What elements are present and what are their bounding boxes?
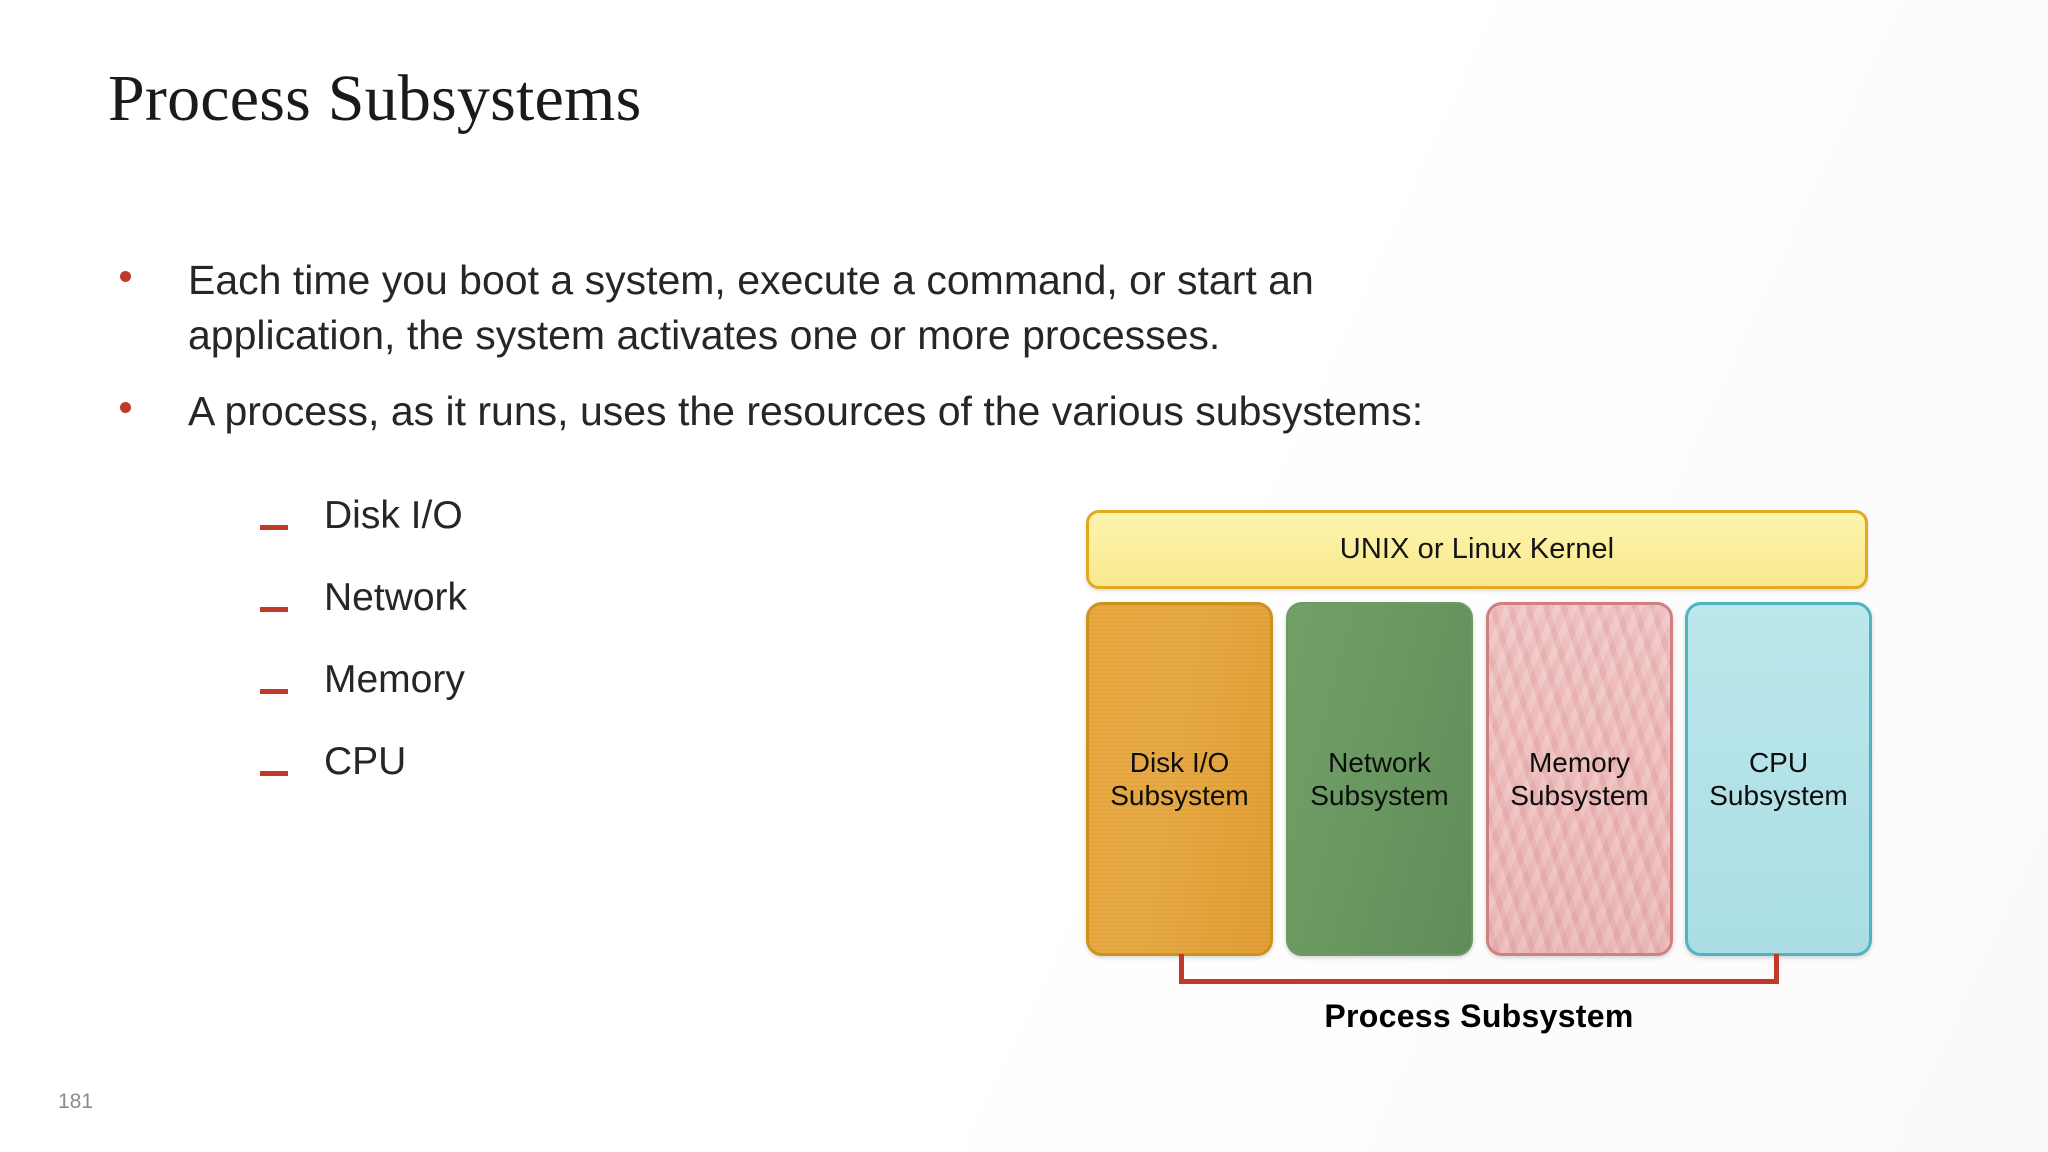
subsystem-box-label: CPU Subsystem xyxy=(1703,746,1854,812)
subsystem-box-label-line2: Subsystem xyxy=(1510,780,1649,811)
process-subsystem-label: Process Subsystem xyxy=(1324,998,1634,1034)
process-bracket xyxy=(1179,954,1779,984)
subsystem-box-network: Network Subsystem xyxy=(1286,602,1473,956)
kernel-label: UNIX or Linux Kernel xyxy=(1339,533,1615,565)
subsystem-diagram: UNIX or Linux Kernel Disk I/O Subsystem … xyxy=(1086,510,1872,1050)
subsystem-box-label: Network Subsystem xyxy=(1304,746,1455,812)
bullet-dot-icon xyxy=(120,402,131,414)
sub-bullet-list: Disk I/O Network Memory CPU xyxy=(108,487,808,815)
subsystem-box-label-line1: Network xyxy=(1328,746,1431,778)
list-item: Memory xyxy=(108,651,808,733)
subsystem-box-label: Disk I/O Subsystem xyxy=(1104,746,1255,812)
sub-bullet-text: CPU xyxy=(324,740,407,783)
bullet-dash-icon xyxy=(260,607,288,612)
bullet-dash-icon xyxy=(260,525,288,530)
bullet-text: A process, as it runs, uses the resource… xyxy=(188,388,1424,435)
subsystem-box-disk-io: Disk I/O Subsystem xyxy=(1086,602,1273,956)
bullet-dot-icon xyxy=(120,271,131,282)
bullet-dash-icon xyxy=(260,689,288,694)
page-number: 181 xyxy=(58,1090,94,1113)
list-item: A process, as it runs, uses the resource… xyxy=(108,384,1468,439)
sub-bullet-text: Memory xyxy=(324,658,465,701)
list-item: CPU xyxy=(108,733,808,815)
sub-bullet-text: Network xyxy=(324,576,468,619)
kernel-bar: UNIX or Linux Kernel xyxy=(1086,510,1868,589)
subsystem-box-label-line1: Disk I/O xyxy=(1129,746,1230,778)
subsystem-box-label-line1: CPU xyxy=(1748,746,1809,778)
subsystem-box-cpu: CPU Subsystem xyxy=(1685,602,1872,956)
sub-bullet-text: Disk I/O xyxy=(324,494,463,537)
list-item: Each time you boot a system, execute a c… xyxy=(108,253,1468,362)
subsystem-boxes: Disk I/O Subsystem Network Subsystem Mem… xyxy=(1086,602,1872,956)
bullet-text: Each time you boot a system, execute a c… xyxy=(188,257,1314,358)
list-item: Network xyxy=(108,569,808,651)
subsystem-box-label-line2: Subsystem xyxy=(1310,780,1449,811)
subsystem-box-label-line1: Memory xyxy=(1528,746,1631,778)
page-title: Process Subsystems xyxy=(108,62,642,135)
list-item: Disk I/O xyxy=(108,487,808,569)
subsystem-box-label-line2: Subsystem xyxy=(1709,780,1848,811)
subsystem-box-memory: Memory Subsystem xyxy=(1486,602,1673,956)
subsystem-box-label: Memory Subsystem xyxy=(1504,746,1655,812)
subsystem-box-label-line2: Subsystem xyxy=(1110,780,1249,811)
bullet-list: Each time you boot a system, execute a c… xyxy=(108,253,1468,461)
bullet-dash-icon xyxy=(260,771,288,776)
